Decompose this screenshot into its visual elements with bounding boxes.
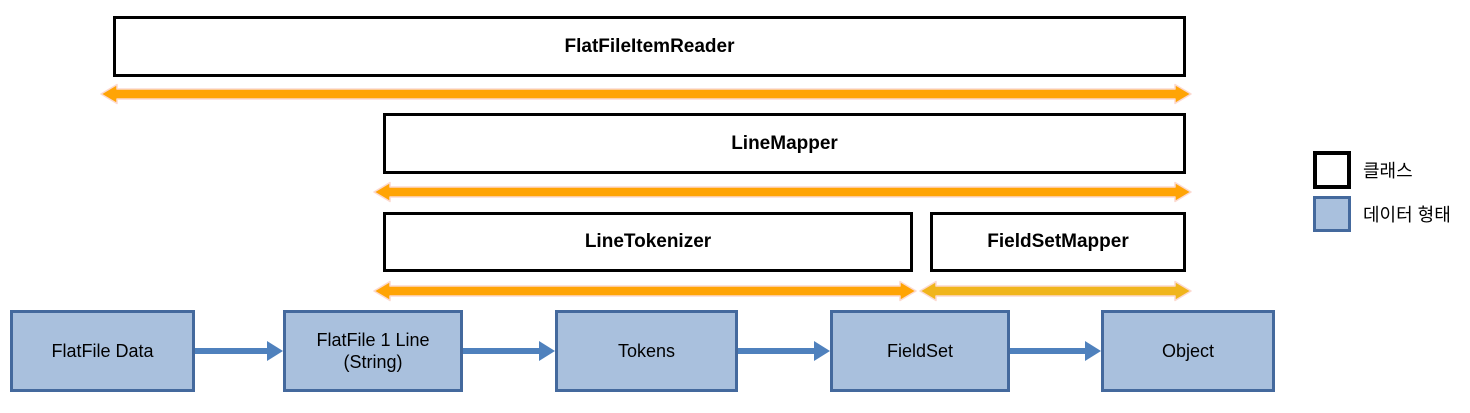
data-box-label: Object: [1161, 340, 1215, 361]
class-box-linemapper: LineMapper: [383, 113, 1186, 174]
double-arrow-icon: [919, 280, 1192, 302]
class-box-fieldsetmapper: FieldSetMapper: [930, 212, 1186, 272]
flow-arrow-line-to-tokens: [463, 341, 555, 361]
flow-arrow-tokens-to-fieldset: [738, 341, 830, 361]
double-arrow-icon: [373, 280, 917, 302]
data-box-flatfile-data: FlatFile Data: [10, 310, 195, 392]
flow-arrow-fieldset-to-object: [1010, 341, 1101, 361]
data-box-label: FlatFile Data: [51, 340, 154, 361]
span-arrow-linemapper: [373, 181, 1192, 203]
right-arrow-icon: [1010, 341, 1101, 361]
right-arrow-icon: [738, 341, 830, 361]
data-box-swatch: [1313, 196, 1351, 232]
data-box-object: Object: [1101, 310, 1275, 392]
data-box-flatfile-1-line: FlatFile 1 Line (String): [283, 310, 463, 392]
data-box-label: FieldSet: [886, 340, 954, 361]
legend-item-class: 클래스: [1313, 151, 1413, 189]
double-arrow-icon: [100, 83, 1192, 105]
flow-arrow-data-to-line: [195, 341, 283, 361]
class-box-label: LineMapper: [731, 132, 838, 154]
legend-label-class: 클래스: [1363, 161, 1413, 181]
data-box-tokens: Tokens: [555, 310, 738, 392]
class-box-flatfileitemreader: FlatFileItemReader: [113, 16, 1186, 77]
data-box-label: FlatFile 1 Line (String): [316, 329, 430, 373]
legend-item-data: 데이터 형태: [1313, 196, 1451, 232]
legend-label-data: 데이터 형태: [1363, 205, 1451, 225]
span-arrow-fieldsetmapper: [919, 280, 1192, 302]
double-arrow-icon: [373, 181, 1192, 203]
class-box-label: FlatFileItemReader: [564, 35, 735, 57]
class-box-linetokenizer: LineTokenizer: [383, 212, 913, 272]
class-box-label: FieldSetMapper: [987, 231, 1129, 252]
span-arrow-flatfileitemreader: [100, 83, 1192, 105]
data-box-fieldset: FieldSet: [830, 310, 1010, 392]
class-box-label: LineTokenizer: [584, 231, 712, 252]
right-arrow-icon: [195, 341, 283, 361]
data-box-label: Tokens: [617, 340, 676, 361]
span-arrow-linetokenizer: [373, 280, 917, 302]
right-arrow-icon: [463, 341, 555, 361]
class-box-swatch: [1313, 151, 1351, 189]
